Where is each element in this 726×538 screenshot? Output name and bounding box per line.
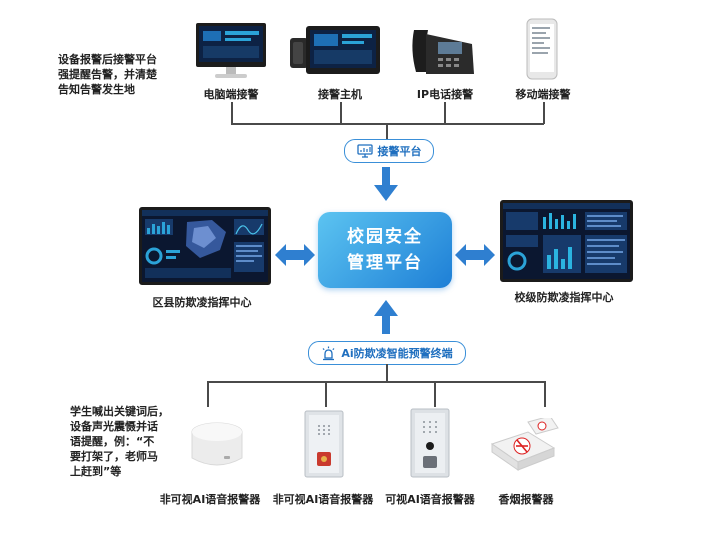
device-label-alarm-host: 接警主机	[318, 88, 362, 101]
connector-line	[386, 364, 388, 382]
top-note-line: 设备报警后接警平台	[58, 53, 157, 66]
top-note: 设备报警后接警平台 强提醒告警，并清楚 告知告警发生地	[58, 52, 188, 97]
connector-line	[325, 381, 327, 407]
center-title-line1: 校园安全	[347, 227, 423, 247]
connector-line	[231, 102, 233, 124]
connector-line	[544, 381, 546, 407]
bottom-note-line: 上赶到”等	[70, 465, 122, 478]
device-label-visual-ai-voice: 可视AI语音报警器	[385, 493, 475, 506]
school-command-center-label: 校级防欺凌指挥中心	[514, 291, 614, 304]
monitor-chart-icon	[356, 144, 373, 158]
center-title-line2: 管理平台	[347, 253, 423, 273]
mobile-phone-image	[526, 18, 558, 80]
connector-line	[207, 381, 209, 407]
device-label-mobile: 移动端接警	[515, 88, 571, 101]
ai-voice-alarm-round-image	[188, 420, 246, 472]
alarm-platform-pill: 接警平台	[344, 139, 434, 163]
alarm-light-icon	[322, 346, 335, 360]
device-label-smoke: 香烟报警器	[498, 493, 554, 506]
bottom-note-line: 设备声光震慑并话	[70, 420, 158, 433]
ai-voice-alarm-panel-image	[304, 410, 344, 478]
school-dashboard-image	[500, 200, 633, 282]
device-label-ai-voice-1: 非可视AI语音报警器	[159, 493, 261, 506]
desktop-monitor-image	[195, 22, 267, 80]
bottom-note-line: 语提醒，例：“不	[70, 435, 155, 448]
device-label-ip-phone: IP电话接警	[416, 88, 474, 101]
district-command-center-label: 区县防欺凌指挥中心	[152, 296, 252, 309]
connector-line	[434, 381, 436, 407]
device-label-pc: 电脑端接警	[203, 88, 259, 101]
bottom-note-line: 学生喊出关键词后，	[70, 405, 169, 418]
connector-line	[386, 123, 388, 139]
district-dashboard-image	[139, 207, 271, 285]
connector-line	[207, 381, 545, 383]
double-arrow-icon	[275, 244, 315, 266]
arrow-down-icon	[374, 167, 398, 201]
connector-line	[444, 102, 446, 124]
ip-phone-image	[408, 20, 478, 80]
ai-terminal-label: Ai防欺凌智能预警终端	[341, 347, 453, 360]
arrow-up-icon	[374, 300, 398, 334]
device-label-ai-voice-2: 非可视AI语音报警器	[272, 493, 374, 506]
bottom-note: 学生喊出关键词后， 设备声光震慑并话 语提醒，例：“不 要打架了，老师马 上赶到…	[70, 404, 180, 479]
smoke-alarm-image	[488, 415, 560, 472]
connector-line	[340, 102, 342, 124]
alarm-host-image	[290, 22, 382, 80]
alarm-platform-label: 接警平台	[377, 145, 422, 158]
top-note-line: 强提醒告警，并清楚	[58, 68, 157, 81]
ai-terminal-pill: Ai防欺凌智能预警终端	[308, 341, 466, 365]
connector-line	[543, 102, 545, 124]
top-note-line: 告知告警发生地	[58, 83, 135, 96]
visual-ai-voice-alarm-image	[410, 408, 450, 478]
bottom-note-line: 要打架了，老师马	[70, 450, 158, 463]
connector-line	[231, 123, 544, 125]
campus-security-platform: 校园安全 管理平台	[318, 212, 452, 288]
double-arrow-icon	[455, 244, 495, 266]
